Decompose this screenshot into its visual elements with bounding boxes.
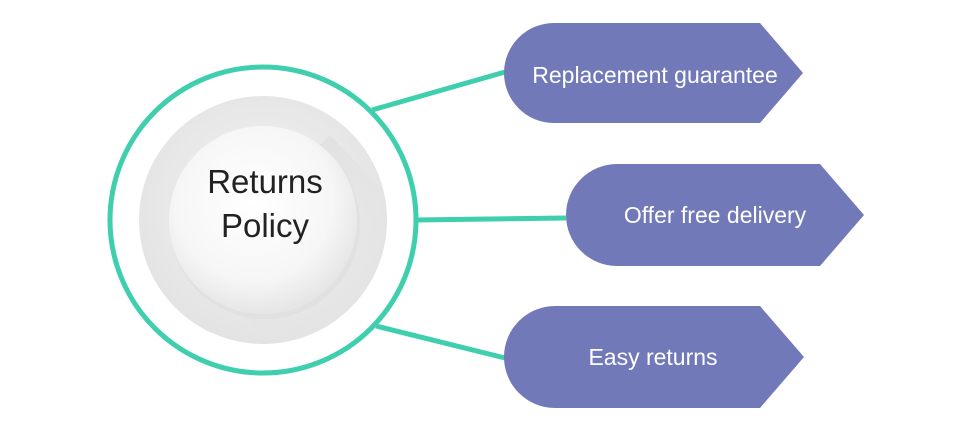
connector-line-1: [415, 215, 567, 223]
center-title: Returns Policy: [175, 160, 355, 248]
tag-label-easy-returns: Easy returns: [588, 344, 718, 370]
center-title-line2: Policy: [220, 207, 310, 244]
tag-shape-2: [504, 306, 804, 408]
tag-shape-0: [504, 23, 803, 123]
inner-circle: [169, 126, 357, 314]
tag-label-offer-free-delivery: Offer free delivery: [623, 202, 807, 228]
connector-line-2: [375, 323, 506, 361]
connector-line-0: [371, 69, 506, 113]
center-title-line1: Returns: [207, 163, 323, 200]
tag-shape-1: [566, 164, 864, 266]
tag-label-replacement-guarantee: Replacement guarantee: [532, 62, 778, 88]
